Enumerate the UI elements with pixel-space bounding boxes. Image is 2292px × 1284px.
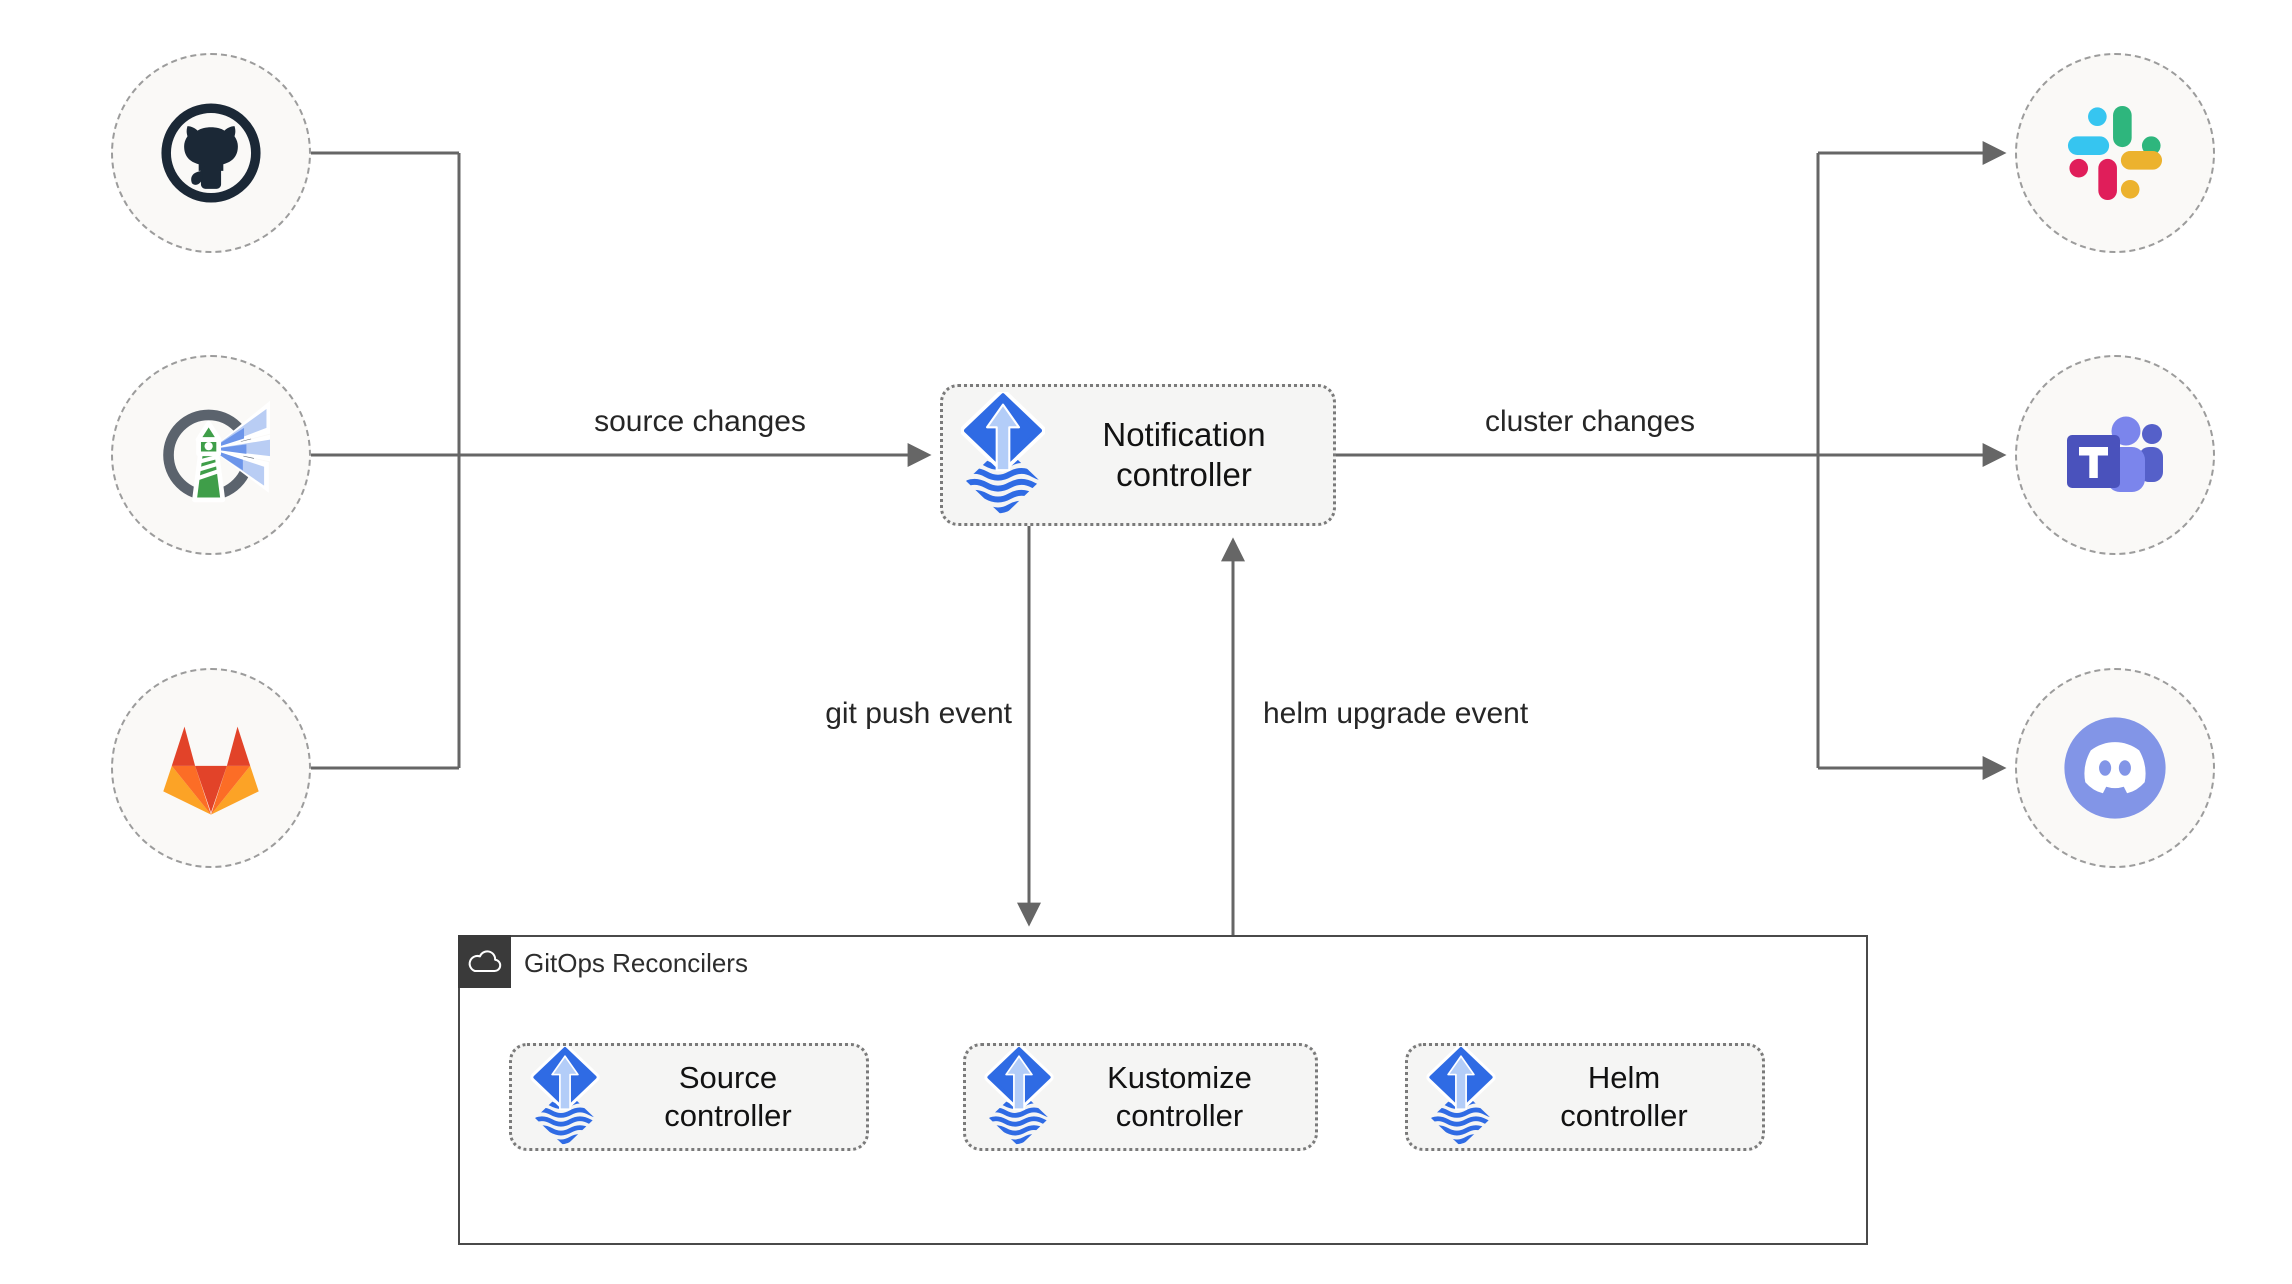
node-harbor bbox=[111, 355, 311, 555]
gitlab-icon bbox=[158, 719, 264, 817]
microsoft-teams-icon bbox=[2057, 405, 2173, 505]
harbor-lighthouse-icon bbox=[152, 396, 270, 514]
node-notification-controller: Notification controller bbox=[940, 384, 1336, 526]
node-kustomize-controller: Kustomize controller bbox=[963, 1043, 1318, 1151]
gitops-reconcilers-title: GitOps Reconcilers bbox=[524, 948, 748, 978]
source-controller-label: Source controller bbox=[664, 1060, 792, 1133]
node-source-controller: Source controller bbox=[509, 1043, 869, 1151]
label-git-push-event: git push event bbox=[825, 697, 1012, 730]
kustomize-controller-label: Kustomize controller bbox=[1107, 1060, 1252, 1133]
flux-icon bbox=[530, 1046, 600, 1148]
gitops-corner-badge bbox=[458, 935, 511, 988]
cloud-icon bbox=[467, 949, 503, 975]
flux-icon bbox=[961, 392, 1045, 518]
slack-icon bbox=[2066, 104, 2164, 202]
node-microsoft-teams bbox=[2015, 355, 2215, 555]
discord-icon bbox=[2060, 713, 2170, 823]
node-discord bbox=[2015, 668, 2215, 868]
node-gitlab bbox=[111, 668, 311, 868]
github-icon bbox=[155, 97, 267, 209]
notification-controller-label: Notification controller bbox=[1102, 415, 1266, 493]
flux-icon bbox=[984, 1046, 1054, 1148]
label-helm-upgrade-event: helm upgrade event bbox=[1263, 697, 1529, 730]
label-source-changes: source changes bbox=[594, 405, 806, 438]
label-cluster-changes: cluster changes bbox=[1484, 405, 1696, 438]
helm-controller-label: Helm controller bbox=[1560, 1060, 1688, 1133]
node-slack bbox=[2015, 53, 2215, 253]
node-helm-controller: Helm controller bbox=[1405, 1043, 1765, 1151]
flux-icon bbox=[1426, 1046, 1496, 1148]
node-github bbox=[111, 53, 311, 253]
